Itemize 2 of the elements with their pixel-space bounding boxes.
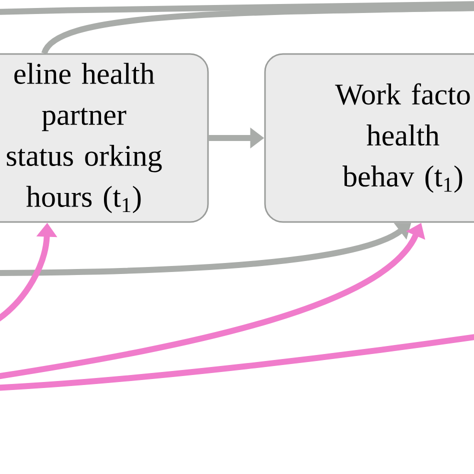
process-box: eline health partner status orking hours (t$_{1}$) — [0, 53, 209, 223]
process-box: Work facto health behav (t$_{1}$) — [264, 53, 474, 223]
